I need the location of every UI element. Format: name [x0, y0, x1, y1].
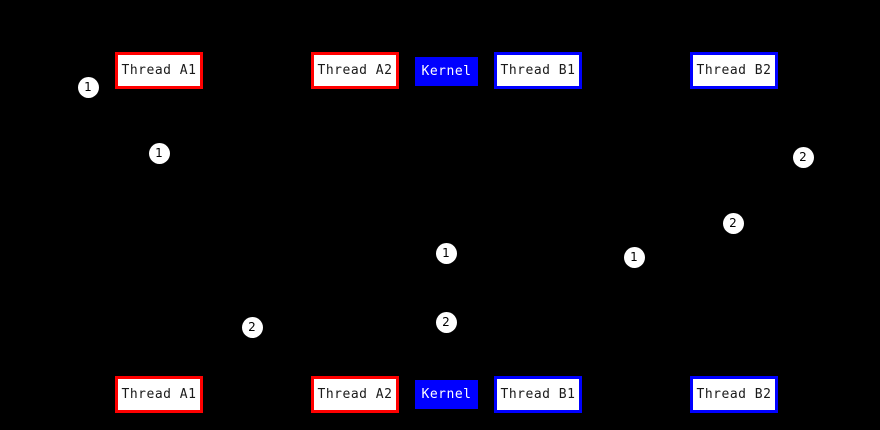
message-arrow-2 [159, 160, 355, 166]
participant-thread-b2-bottom[interactable]: Thread B2 [690, 376, 778, 413]
message-arrow-6 [355, 329, 446, 335]
step-marker-thread-b1-1: 1 [623, 246, 645, 268]
participant-kernel-top[interactable]: Kernel [415, 57, 478, 86]
message-arrow-1 [88, 94, 159, 100]
message-arrow-4 [538, 230, 734, 236]
step-marker-right-2: 2 [792, 146, 814, 168]
participant-thread-a2-top[interactable]: Thread A2 [311, 52, 399, 89]
lifeline-thread-a1 [159, 89, 160, 376]
lifeline-kernel [446, 86, 447, 380]
message-arrow-3 [734, 164, 803, 170]
participant-kernel-bottom[interactable]: Kernel [415, 380, 478, 409]
message-arrow-5 [446, 260, 538, 266]
participant-thread-b1-bottom[interactable]: Thread B1 [494, 376, 582, 413]
participant-thread-a2-bottom[interactable]: Thread A2 [311, 376, 399, 413]
step-marker-thread-a1-1: 1 [148, 142, 170, 164]
step-marker-thread-a2-2: 2 [241, 316, 263, 338]
step-marker-kernel-1: 1 [435, 242, 457, 264]
step-marker-thread-b2-2: 2 [722, 212, 744, 234]
lifeline-thread-a2 [355, 89, 356, 376]
lifeline-thread-b1 [538, 89, 539, 376]
step-marker-left-1: 1 [77, 76, 99, 98]
participant-thread-b1-top[interactable]: Thread B1 [494, 52, 582, 89]
participant-thread-a1-bottom[interactable]: Thread A1 [115, 376, 203, 413]
participant-thread-a1-top[interactable]: Thread A1 [115, 52, 203, 89]
participant-thread-b2-top[interactable]: Thread B2 [690, 52, 778, 89]
step-marker-kernel-2: 2 [435, 311, 457, 333]
